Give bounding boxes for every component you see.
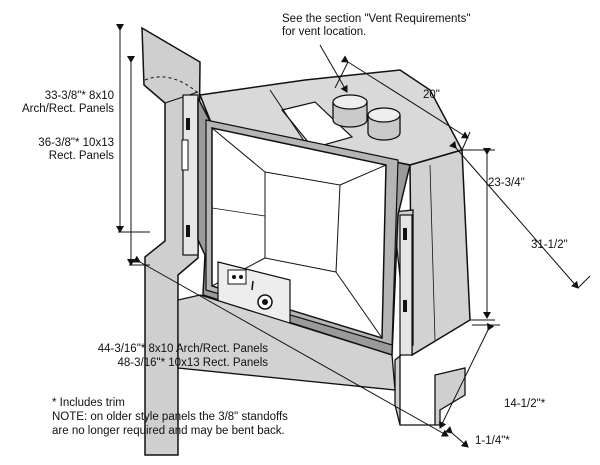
note-line1: NOTE: on older style panels the 3/8" sta… xyxy=(52,411,288,423)
dim-height-36-line1: 36-3/8"* 10x13 xyxy=(38,137,114,149)
dim-top-depth: 20" xyxy=(423,89,440,101)
dim-standoff: 1-1/4"* xyxy=(475,435,510,447)
dim-width-31: 31-1/2" xyxy=(531,239,568,251)
dim-height-33-line2: Arch/Rect. Panels xyxy=(21,103,114,115)
vent-note-line2: for vent location. xyxy=(282,26,367,38)
dim-height-23: 23-3/4" xyxy=(488,177,525,189)
right-side-wall xyxy=(409,149,471,357)
dim-depth-14: 14-1/2"* xyxy=(504,398,546,410)
vent-note-line1: See the section "Vent Requirements" xyxy=(282,13,471,25)
dimension-lines xyxy=(116,24,591,448)
dim-width-48: 48-3/16"* 10x13 Rect. Panels xyxy=(117,357,268,369)
dim-width-44: 44-3/16"* 8x10 Arch/Rect. Panels xyxy=(97,343,268,355)
dim-height-36-line2: Rect. Panels xyxy=(48,150,114,162)
note-line2: are no longer required and may be bent b… xyxy=(52,425,285,437)
left-brackets xyxy=(181,94,199,256)
note-trim: * Includes trim xyxy=(52,397,125,409)
dim-height-33-line1: 33-3/8"* 8x10 xyxy=(44,90,114,102)
